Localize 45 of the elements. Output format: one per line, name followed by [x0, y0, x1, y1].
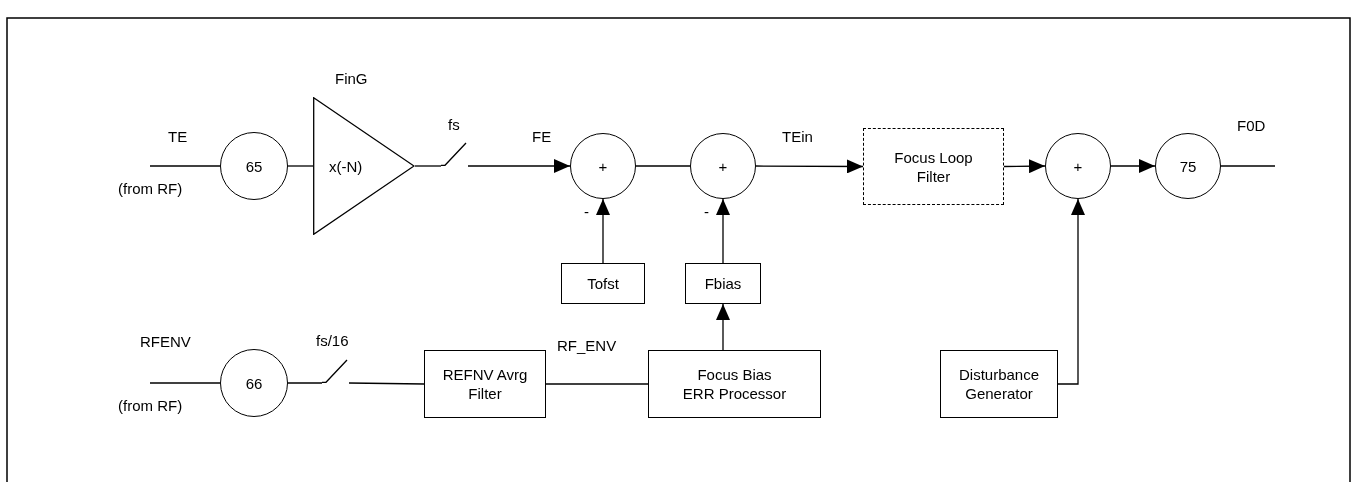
edge-label: TEin	[782, 128, 813, 146]
note-text: (from RF)	[118, 180, 183, 198]
arrow	[716, 303, 730, 351]
process-box: REFNV Avrg Filter	[424, 350, 546, 418]
arrow	[596, 198, 610, 264]
arrow	[755, 159, 864, 174]
summing-junction: +	[690, 133, 756, 199]
note-text: (from RF)	[118, 397, 183, 415]
arrow	[467, 159, 571, 173]
switch-symbol	[441, 142, 468, 166]
arrow	[716, 198, 730, 264]
summing-junction: +	[1045, 133, 1111, 199]
connector-line	[545, 383, 649, 385]
node-caption: fs/16	[316, 332, 349, 350]
arrow	[1003, 159, 1046, 174]
node-caption: FinG	[335, 70, 368, 88]
connector-line	[149, 165, 221, 167]
arrow	[1110, 159, 1156, 173]
connector-line	[348, 382, 425, 385]
gain-circle: 65	[220, 132, 288, 200]
edge-label: -	[584, 203, 589, 221]
edge-label: F0D	[1237, 117, 1266, 135]
gain-circle: 66	[220, 349, 288, 417]
amplifier-triangle: x(-N)	[313, 97, 415, 235]
edge-label: -	[704, 203, 709, 221]
edge-label: FE	[532, 128, 552, 146]
gain-circle: 75	[1155, 133, 1221, 199]
connector-line	[635, 165, 691, 167]
process-box: Fbias	[685, 263, 761, 304]
process-box: Tofst	[561, 263, 645, 304]
connector-line	[1220, 165, 1276, 167]
connector-line	[149, 382, 221, 384]
process-box: Focus Bias ERR Processor	[648, 350, 821, 418]
process-box: Disturbance Generator	[940, 350, 1058, 418]
summing-junction: +	[570, 133, 636, 199]
edge-label: RFENV	[140, 333, 191, 351]
node-caption: fs	[448, 116, 460, 134]
switch-symbol	[322, 359, 349, 383]
connector-line	[414, 165, 442, 167]
edge-label: TE	[168, 128, 188, 146]
process-box: Focus Loop Filter	[863, 128, 1004, 205]
connector-line	[287, 382, 323, 384]
edge-label: RF_ENV	[557, 337, 617, 355]
connector-line	[287, 165, 314, 167]
arrow	[1057, 198, 1085, 385]
